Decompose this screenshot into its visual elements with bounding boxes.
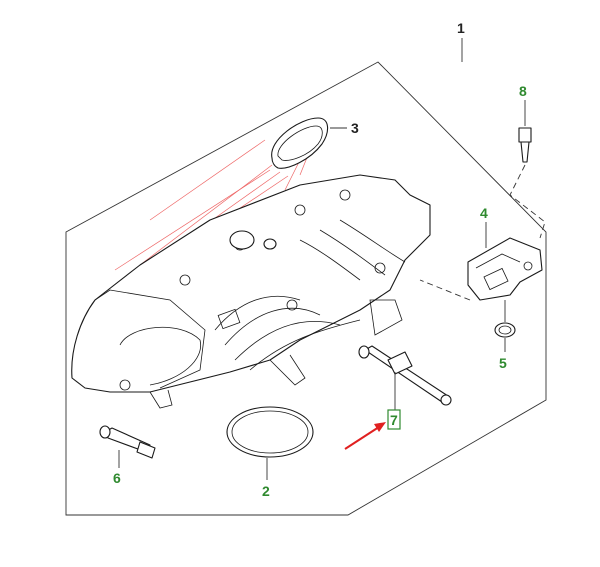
o-ring-part-2[interactable] bbox=[226, 406, 314, 458]
seal-part-5[interactable] bbox=[494, 322, 516, 338]
callout-7-highlight bbox=[387, 409, 401, 430]
bolt-part-6[interactable] bbox=[99, 425, 156, 459]
stud-part-7[interactable] bbox=[358, 345, 452, 406]
callout-7: 7 bbox=[390, 412, 398, 428]
intake-manifold[interactable] bbox=[71, 174, 431, 409]
callout-8: 8 bbox=[519, 83, 527, 99]
fitting-dash-8 bbox=[509, 164, 546, 239]
fitting-dash-4 bbox=[419, 279, 471, 301]
assembly-frame bbox=[65, 61, 547, 516]
callout-5: 5 bbox=[499, 355, 507, 371]
callout-6: 6 bbox=[113, 470, 121, 486]
red-pointer-arrow-icon bbox=[344, 422, 386, 450]
callout-2: 2 bbox=[262, 483, 270, 499]
map-sensor-part-4[interactable] bbox=[467, 237, 543, 301]
callout-1: 1 bbox=[457, 20, 465, 36]
gasket-part-3[interactable] bbox=[271, 117, 329, 169]
screw-part-8[interactable] bbox=[518, 127, 532, 163]
callout-4: 4 bbox=[480, 205, 488, 221]
callout-3: 3 bbox=[351, 120, 359, 136]
